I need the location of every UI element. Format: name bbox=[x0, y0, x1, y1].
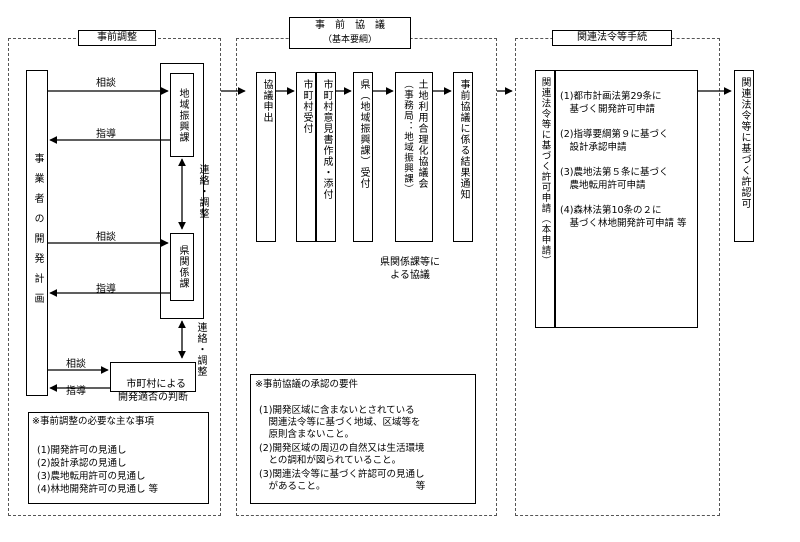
consult-label-2: 相談 bbox=[96, 232, 116, 243]
prefecture-consult-label: 県関係課等に よる協議 bbox=[380, 257, 440, 281]
final-approval-box: 関連法令等に基づく許認可 bbox=[734, 70, 754, 242]
requirement-line-2: 関連法令等に基づく地域、区域等を bbox=[259, 417, 421, 428]
permit-item-2b: 設計承認申請 bbox=[560, 142, 627, 153]
guide-label-1: 指導 bbox=[96, 129, 116, 140]
prefecture-section-label: 県関係課 bbox=[177, 245, 188, 289]
guide-label-2: 指導 bbox=[96, 284, 116, 295]
section-title-main: 事 前 協 議 bbox=[315, 20, 385, 31]
permit-item-1a: (1)都市計画法第29条に bbox=[560, 91, 662, 102]
section-title-procedures: 関連法令等手続 bbox=[552, 30, 672, 46]
permit-item-2a: (2)指導要綱第９に基づく bbox=[560, 129, 669, 140]
step-consult-request: 協議申出 bbox=[256, 72, 276, 242]
developer-plan-label: 事業者の開発計画 bbox=[32, 153, 43, 313]
section-title-sub: （基本要綱） bbox=[322, 35, 377, 45]
step-land-use-council: 土地利用合理化協議会 （事務局：地域振興課） bbox=[395, 72, 433, 242]
regional-office-box: 地域振興課 bbox=[170, 73, 194, 157]
section-title-prior-consultation: 事 前 協 議 （基本要綱） bbox=[289, 17, 411, 49]
guide-label-3: 指導 bbox=[66, 386, 86, 397]
adjustment-notes-box: ※事前調整の必要な主な事項 (1)開発許可の見通し (2)設計承認の見通し (3… bbox=[28, 412, 209, 504]
prefecture-section-box: 県関係課 bbox=[170, 233, 194, 301]
adjustment-note-1: (1)開発許可の見通し bbox=[37, 445, 127, 456]
requirements-title: ※事前協議の承認の要件 bbox=[255, 379, 358, 390]
permit-item-1b: 基づく開発許可申請 bbox=[560, 104, 656, 115]
permit-item-3a: (3)農地法第５条に基づく bbox=[560, 167, 669, 178]
municipality-judge-box: 市町村による 開発適否の判断 bbox=[110, 362, 196, 403]
permit-application-box: 関連法令等に基づく許可申請（本申請） bbox=[535, 70, 555, 328]
liaison-label-2: 連絡・調整 bbox=[195, 322, 206, 377]
developer-plan-box: 事業者の開発計画 bbox=[26, 70, 48, 396]
section-title-prior-adjustment: 事前調整 bbox=[78, 30, 156, 46]
approval-requirements-box: ※事前協議の承認の要件 (1)開発区域に含まないとされている 関連法令等に基づく… bbox=[250, 374, 476, 504]
step-prefecture-receipt: 県（地域振興課）受付 bbox=[353, 72, 373, 242]
adjustment-notes-title: ※事前調整の必要な主な事項 bbox=[32, 416, 154, 427]
step-municipality-receipt: 市町村受付 bbox=[296, 72, 316, 242]
adjustment-note-3: (3)農地転用許可の見通し bbox=[37, 471, 146, 482]
permit-item-4a: (4)森林法第10条の２に bbox=[560, 205, 662, 216]
consult-label-1: 相談 bbox=[96, 78, 116, 89]
adjustment-note-4: (4)林地開発許可の見通し 等 bbox=[37, 484, 158, 495]
permit-item-3b: 農地転用許可申請 bbox=[560, 180, 646, 191]
requirement-line-5: との調和が図られていること。 bbox=[259, 455, 402, 466]
liaison-label-1: 連絡・調整 bbox=[197, 164, 208, 219]
permit-item-4b: 基づく林地開発許可申請 等 bbox=[560, 218, 687, 229]
step-result-notice: 事前協議に係る結果通知 bbox=[453, 72, 473, 242]
municipality-judge-label: 市町村による 開発適否の判断 bbox=[118, 379, 188, 403]
consult-label-3: 相談 bbox=[66, 359, 86, 370]
permit-items-box: (1)都市計画法第29条に 基づく開発許可申請 (2)指導要綱第９に基づく 設計… bbox=[555, 70, 698, 328]
step-municipality-opinion: 市町村意見書作成・添付 bbox=[316, 72, 336, 242]
requirement-line-4: (2)開発区域の周辺の自然又は生活環境 bbox=[259, 443, 425, 454]
regional-office-label: 地域振興課 bbox=[177, 87, 188, 143]
requirement-line-6: (3)関連法令等に基づく許認可の見通し bbox=[259, 469, 425, 480]
office-group-frame bbox=[160, 63, 204, 319]
requirement-line-1: (1)開発区域に含まないとされている bbox=[259, 405, 415, 416]
requirement-line-3: 原則含まないこと。 bbox=[259, 429, 355, 440]
requirement-line-7: があること。 等 bbox=[259, 481, 426, 492]
adjustment-note-2: (2)設計承認の見通し bbox=[37, 458, 127, 469]
